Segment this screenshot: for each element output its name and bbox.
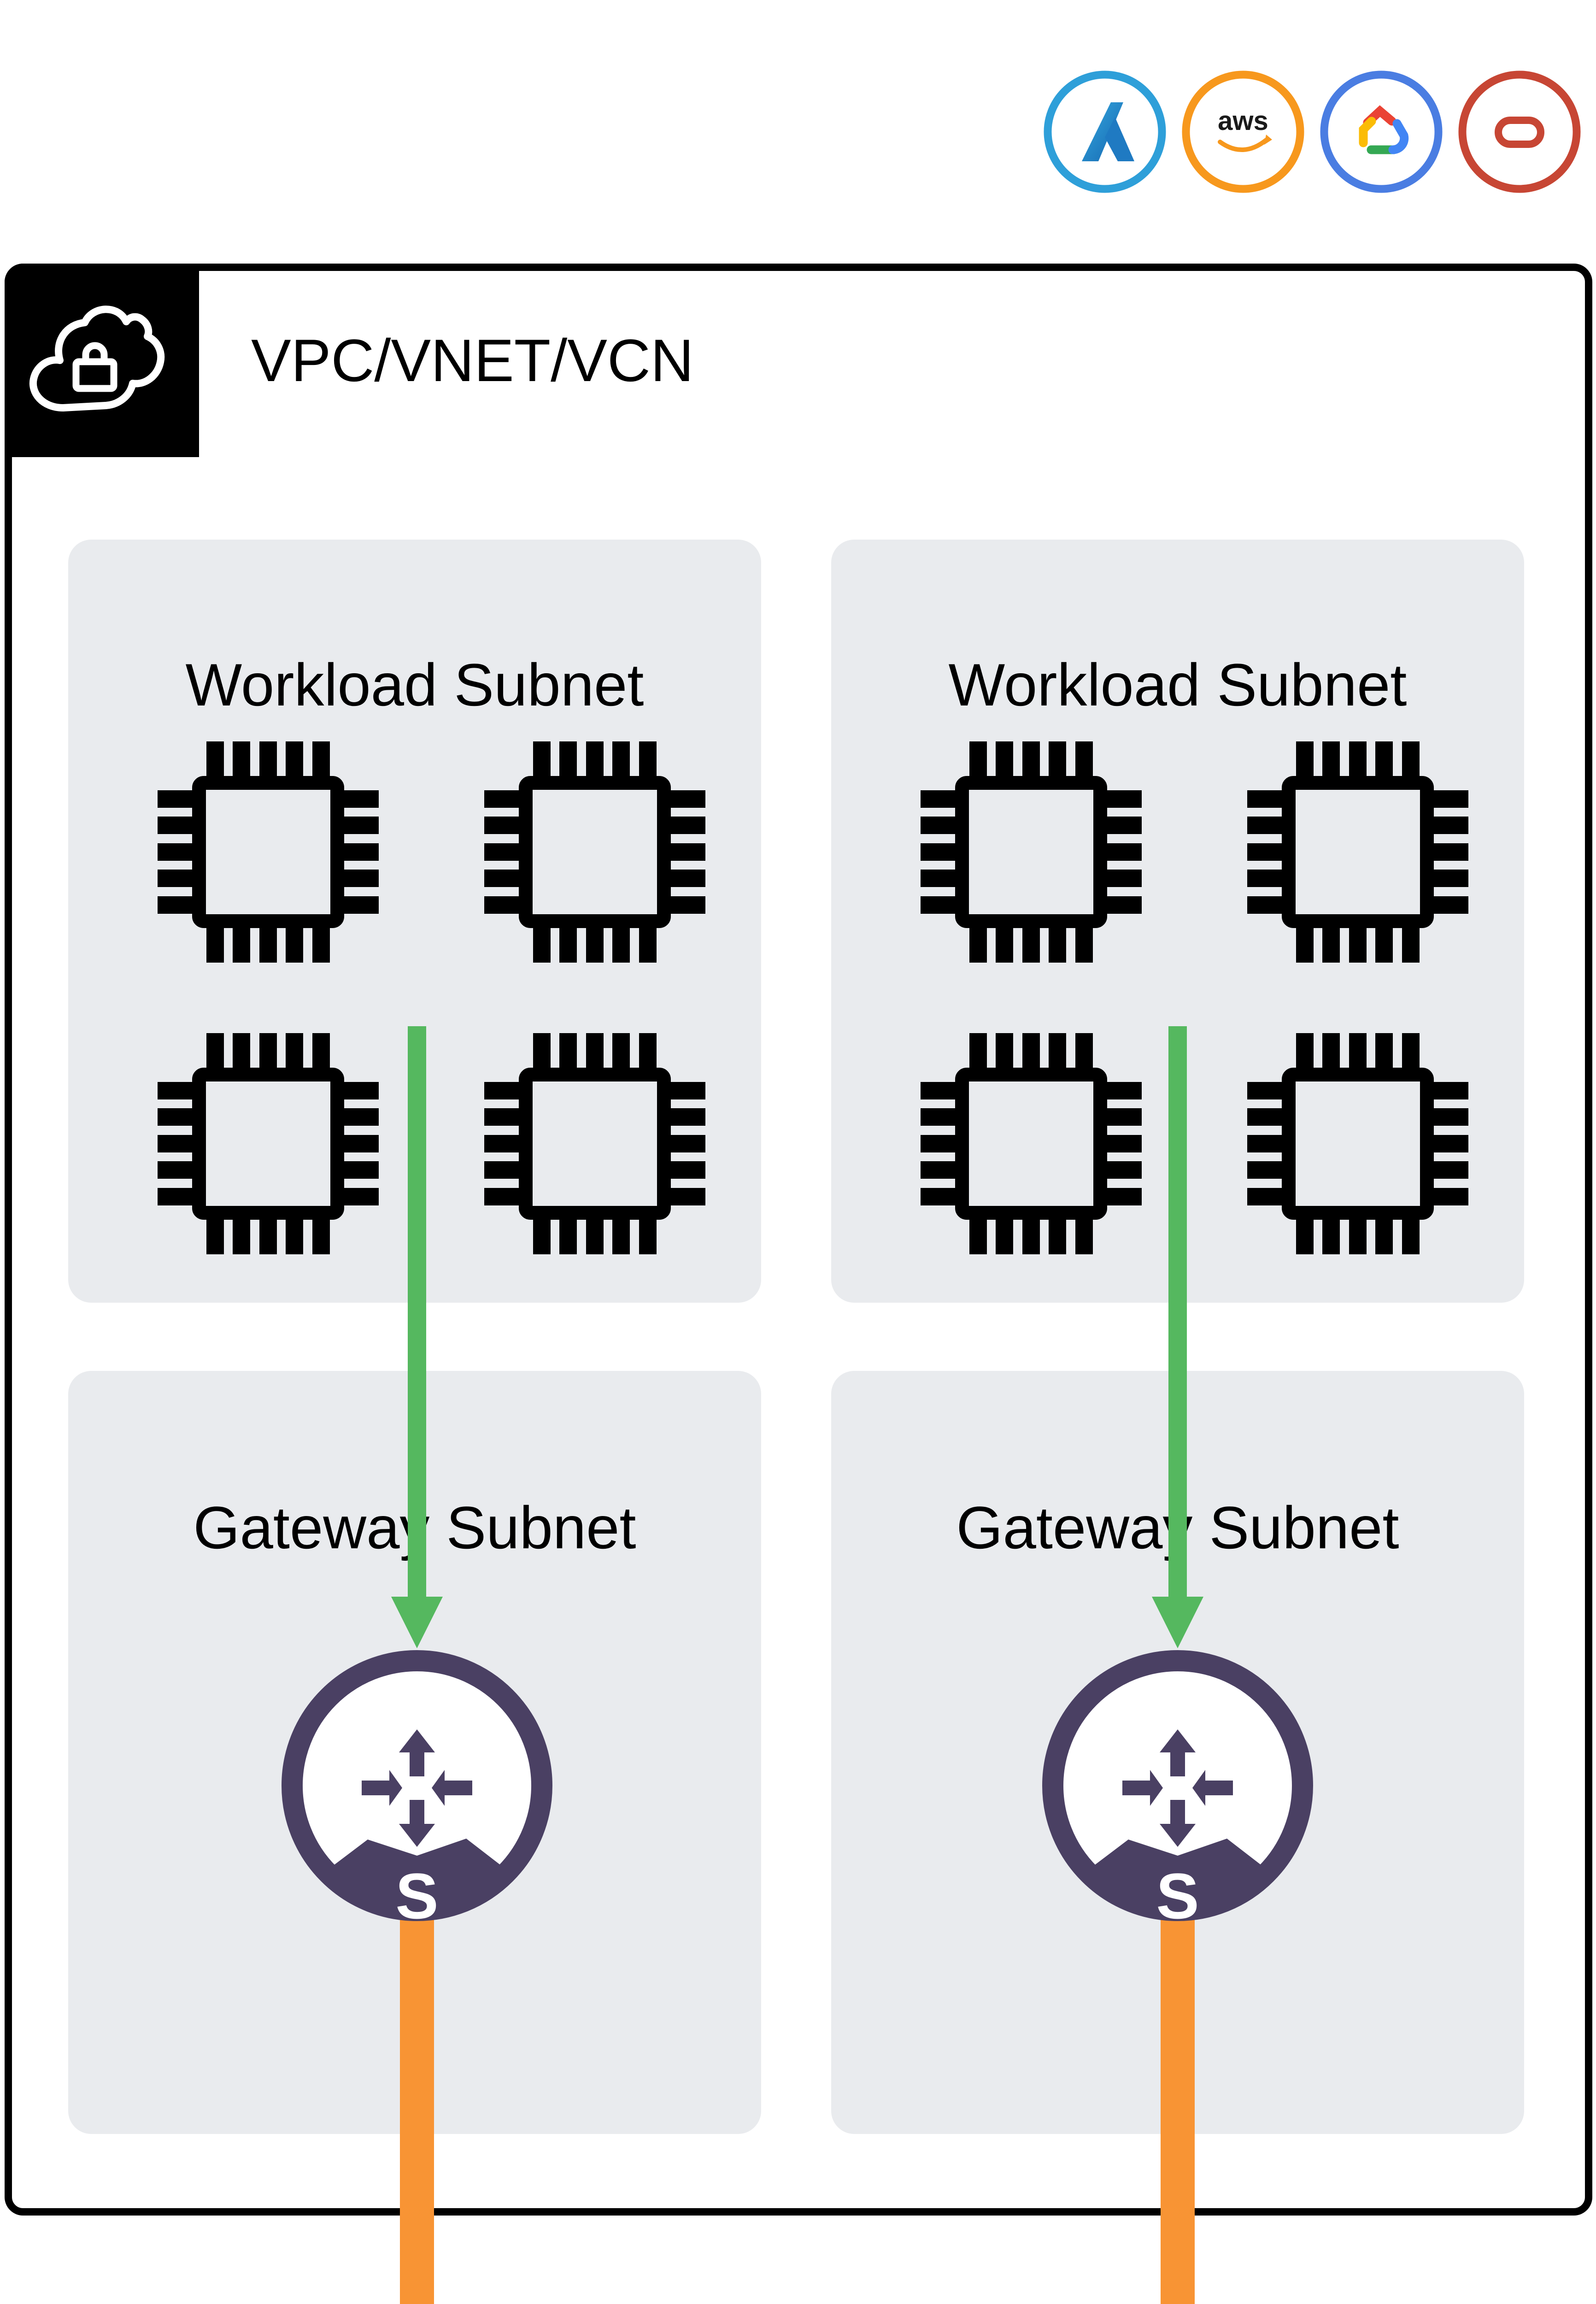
azure-logo-icon	[1044, 71, 1166, 193]
vpc-title: VPC/VNET/VCN	[251, 327, 694, 394]
cpu-chip-icon	[1243, 1029, 1473, 1259]
egress-arrow-left	[400, 1908, 434, 2304]
cpu-chip-icon	[480, 737, 710, 967]
cpu-chip-icon	[916, 737, 1146, 967]
gateway-badge-letter: S	[1156, 1860, 1199, 1932]
cloud-provider-row: aws	[1042, 69, 1582, 194]
workload-to-gateway-arrow-left	[391, 1026, 443, 1648]
workload-subnet-label: Workload Subnet	[948, 651, 1407, 718]
oracle-logo-icon	[1458, 71, 1581, 193]
workload-subnet-left: Workload Subnet	[68, 540, 761, 1303]
vpc-tab	[5, 264, 199, 457]
aws-logo-icon: aws	[1182, 71, 1304, 193]
cpu-chip-icon	[480, 1029, 710, 1259]
cpu-chip-icon	[916, 1029, 1146, 1259]
gateway-badge-letter: S	[395, 1860, 439, 1932]
cpu-chip-icon	[153, 1029, 383, 1259]
cpu-chip-icon	[1243, 737, 1473, 967]
aws-logo-text: aws	[1218, 106, 1268, 136]
workload-to-gateway-arrow-right	[1152, 1026, 1203, 1648]
workload-subnet-label: Workload Subnet	[185, 651, 644, 718]
cloud-lock-icon	[29, 306, 165, 411]
cpu-chip-icon	[153, 737, 383, 967]
egress-arrow-right	[1161, 1908, 1195, 2304]
google-cloud-logo-icon	[1320, 71, 1443, 193]
